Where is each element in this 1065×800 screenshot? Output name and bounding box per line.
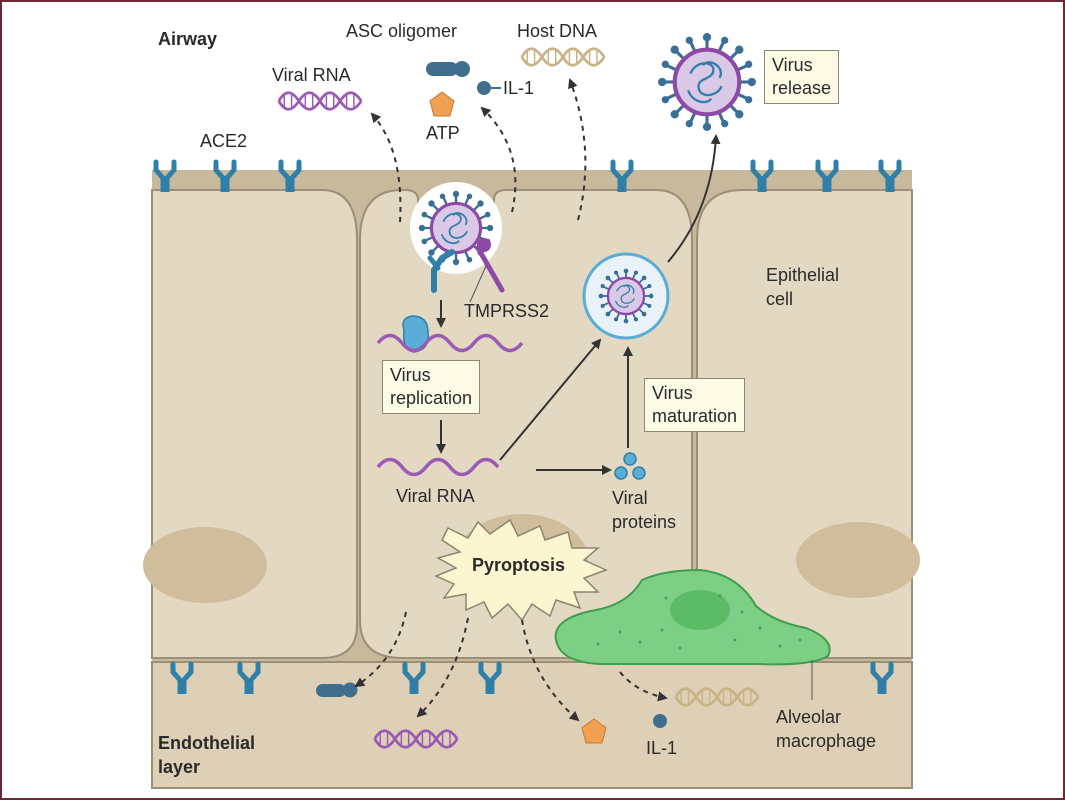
tmprss2-leader — [469, 265, 487, 303]
tmprss2-protease-icon — [475, 238, 505, 293]
virus-maturation-box: Virus maturation — [644, 378, 746, 432]
virus-replication-line-1: Virus — [390, 365, 431, 385]
virus-replication-box: Virus replication — [382, 360, 481, 414]
replicating-rna-icon — [376, 333, 524, 353]
viral-rna-mid-icon — [376, 457, 500, 477]
ace2-bound-receptor-icon — [427, 249, 455, 293]
host-dna-icon — [520, 47, 606, 67]
viral-rna-top-icon — [277, 91, 363, 111]
virus-replication-line-2: replication — [390, 388, 473, 408]
alveolar-macrophage-label-2: macrophage — [776, 731, 877, 751]
tmprss2-label: TMPRSS2 — [464, 301, 550, 321]
virus-maturation-line-1: Virus — [652, 383, 693, 403]
right-nucleus — [796, 522, 920, 598]
released-virus-icon — [658, 33, 756, 131]
asc-oligomer-icon — [426, 61, 470, 77]
pyroptosis-burst — [434, 518, 608, 622]
virus-maturation-line-2: maturation — [652, 406, 738, 426]
epithelial-cell-label-2: cell — [766, 289, 794, 309]
viral-proteins-label-2: proteins — [612, 512, 677, 532]
asc-oligomer-label: ASC oligomer — [346, 21, 458, 41]
dashed-arrows — [354, 78, 668, 722]
epithelial-cell-label-1: Epithelial — [766, 265, 840, 285]
atp-label: ATP — [426, 123, 460, 143]
viral-rna-mid-label: Viral RNA — [396, 486, 475, 506]
viral-proteins-label-1: Viral — [612, 488, 648, 508]
maturing-virus-icon — [598, 268, 654, 324]
alveolar-macrophage-label-1: Alveolar — [776, 707, 842, 727]
ace2-label: ACE2 — [200, 131, 248, 151]
viral-rna-top-label: Viral RNA — [272, 65, 351, 85]
asc-oligomer-bottom-icon — [316, 682, 358, 698]
host-dna-label: Host DNA — [517, 21, 598, 41]
endothelial-layer — [151, 661, 913, 789]
il1-bottom-icon — [653, 714, 667, 728]
il1-bottom-label: IL-1 — [646, 738, 678, 758]
left-nucleus — [143, 527, 267, 603]
il1-top-label: IL-1 — [503, 78, 535, 98]
macrophage-nucleus — [670, 590, 730, 630]
atp-top-icon — [429, 91, 455, 117]
virus-release-line-2: release — [772, 78, 832, 98]
atp-bottom-icon — [581, 718, 607, 744]
pyroptosis-label: Pyroptosis — [472, 555, 566, 575]
solid-arrows — [436, 134, 721, 475]
virus-release-box: Virus release — [764, 50, 840, 104]
viral-proteins-icon — [614, 452, 646, 480]
endothelial-layer-label-1: Endothelial — [158, 733, 256, 753]
airway-label: Airway — [158, 29, 218, 49]
il1-top-icon — [477, 81, 501, 95]
macrophage-granules — [596, 594, 802, 650]
endothelial-layer-label-2: layer — [158, 757, 201, 777]
virus-release-line-1: Virus — [772, 55, 813, 75]
